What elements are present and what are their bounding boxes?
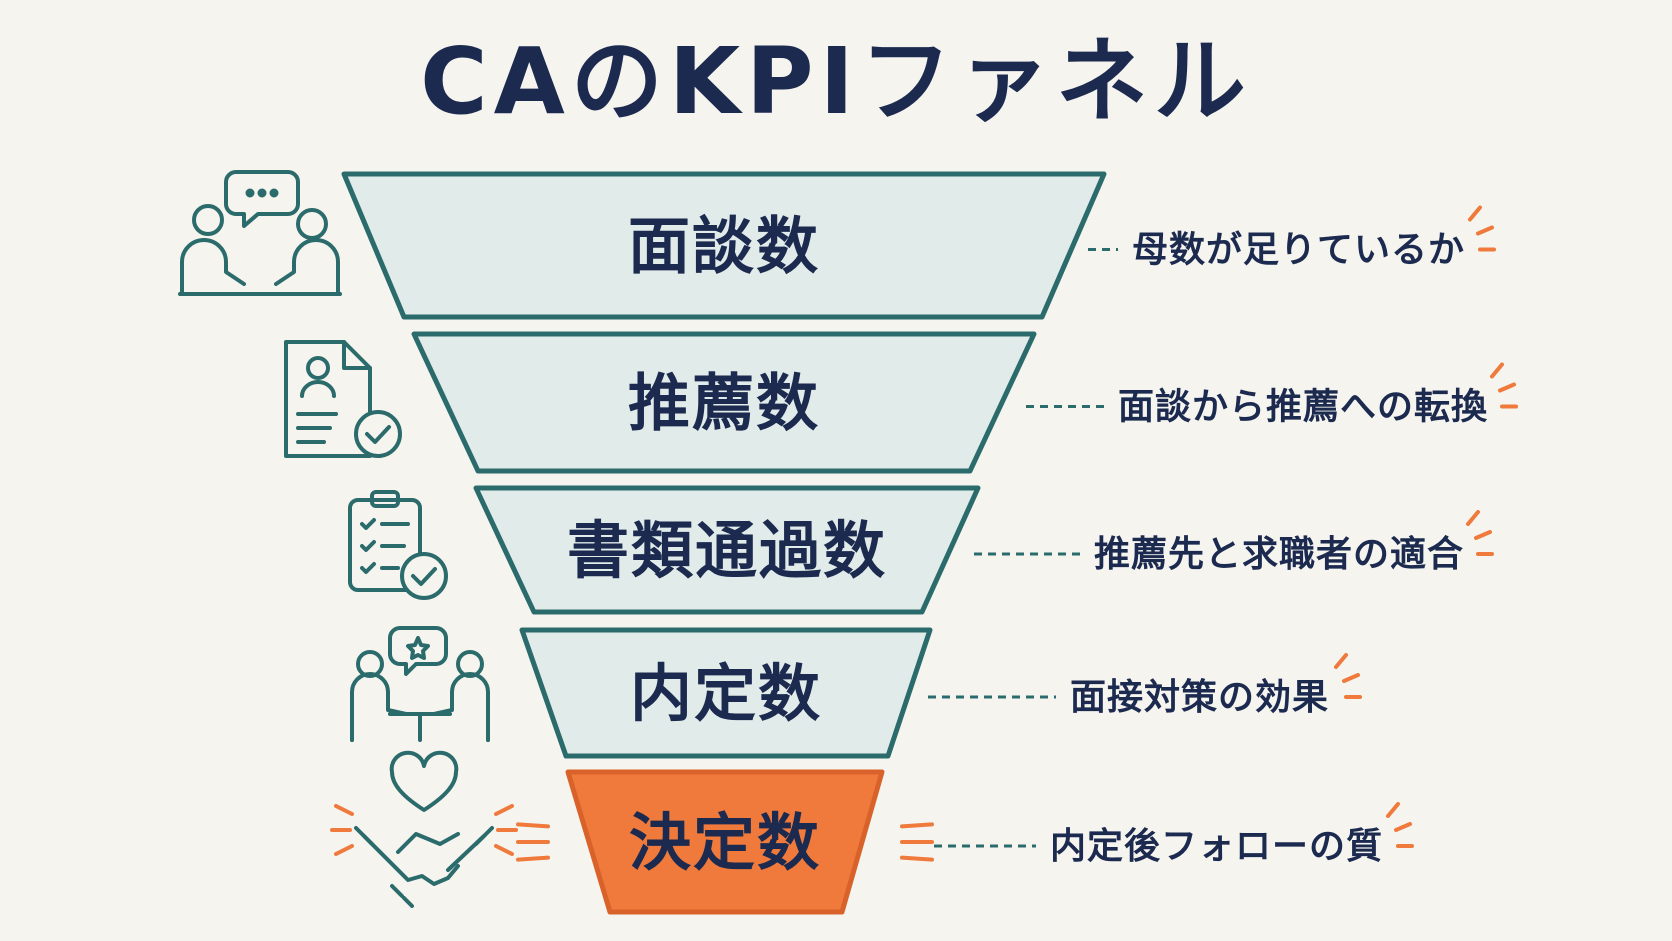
sparkle-accent-icon [330, 804, 518, 856]
sparkle-accent-icon [1490, 362, 1518, 409]
stage-note: 内定後フォローの質 [1050, 826, 1383, 867]
page-title: CAのKPIファネル [420, 28, 1252, 135]
funnel-stage-2 [411, 331, 1037, 474]
stage-note: 面接対策の効果 [1070, 677, 1329, 718]
sparkle-accent-icon [1468, 205, 1496, 252]
stage-note: 母数が足りているか [1132, 230, 1465, 271]
funnel-stage-5 [565, 769, 885, 915]
funnel-stage-3 [473, 485, 981, 615]
funnel-stage-label: 推薦数 [628, 367, 820, 440]
handshake-heart-icon [354, 750, 494, 908]
stage-note: 面談から推薦への転換 [1118, 387, 1488, 428]
sparkle-accent-icon [1466, 510, 1494, 556]
interview-table-icon [350, 626, 490, 742]
sparkle-accent-icon [1334, 653, 1362, 699]
meeting-people-icon [178, 170, 342, 296]
funnel-stage-label: 決定数 [629, 806, 821, 879]
funnel-stage-label: 内定数 [630, 657, 822, 730]
sparkle-accent-icon [1386, 802, 1414, 848]
funnel-stage-label: 面談数 [628, 210, 820, 283]
funnel-stage-1 [341, 171, 1107, 320]
sparkle-accent-icon [516, 822, 934, 862]
resume-check-icon [284, 340, 402, 458]
funnel-stage-4 [519, 627, 933, 759]
clipboard-check-icon [348, 490, 448, 600]
stage-note: 推薦先と求職者の適合 [1094, 534, 1464, 575]
funnel-stage-label: 書類通過数 [567, 514, 887, 587]
